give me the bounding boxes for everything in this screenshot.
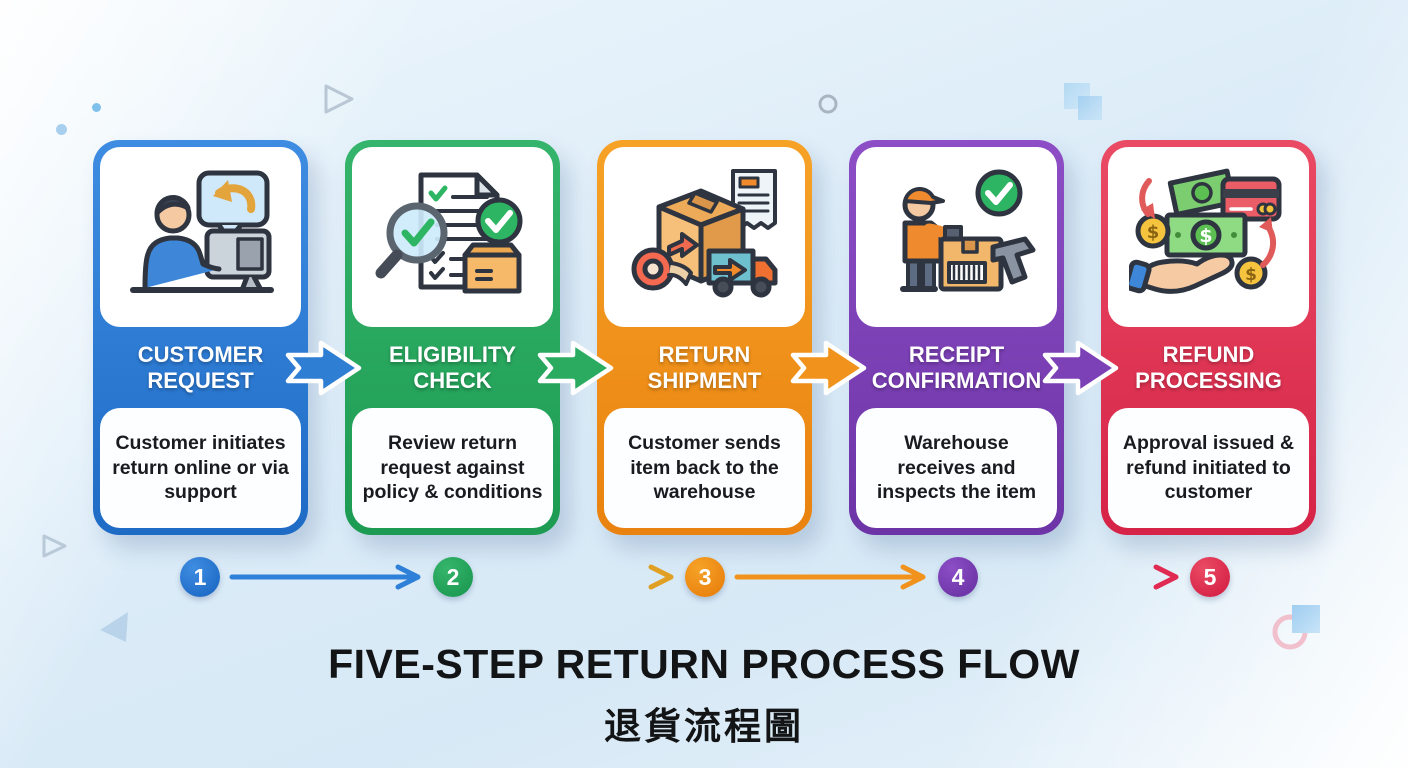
step-number: 4 — [951, 563, 965, 590]
flow-arrow-icon — [482, 564, 674, 590]
band-arrow-icon — [790, 340, 867, 396]
step-number: 2 — [446, 563, 460, 590]
customer-at-computer-icon — [129, 170, 274, 293]
step-title: CUSTOMER REQUEST — [137, 342, 264, 393]
step-band: REFUND PROCESSING — [1108, 327, 1309, 408]
step-number-badge: 5 — [1190, 557, 1230, 597]
step-description: Customer sends item back to the warehous… — [604, 408, 805, 528]
step-title: REFUND PROCESSING — [1135, 342, 1282, 393]
step-card-eligibility-check: ELIGIBILITY CHECK Review return request … — [345, 140, 560, 535]
dot-decoration — [56, 124, 67, 135]
step-number: 5 — [1203, 563, 1217, 590]
step-number-badge: 3 — [685, 557, 725, 597]
triangle-outline-icon — [42, 534, 67, 558]
circle-outline-icon — [818, 94, 838, 114]
flow-arrow-icon — [229, 564, 421, 590]
band-arrow-icon — [537, 340, 614, 396]
step-description: Warehouse receives and inspects the item — [856, 408, 1057, 528]
step-card-receipt-confirmation: RECEIPT CONFIRMATION Warehouse receives … — [849, 140, 1064, 535]
step-title: RETURN SHIPMENT — [647, 342, 762, 393]
step-number: 1 — [193, 563, 207, 590]
main-title: FIVE-STEP RETURN PROCESS FLOW — [328, 641, 1080, 687]
subtitle-chinese: 退貨流程圖 — [604, 706, 804, 747]
step-number: 3 — [698, 563, 712, 590]
step-icon-area — [604, 147, 805, 327]
step-description: Review return request against policy & c… — [352, 408, 553, 528]
step-description: Customer initiates return online or via … — [100, 408, 301, 528]
dot-decoration — [92, 103, 101, 112]
step-icon-area — [100, 147, 301, 327]
step-band: ELIGIBILITY CHECK — [352, 327, 553, 408]
step-description: Approval issued & refund initiated to cu… — [1108, 408, 1309, 528]
step-icon-area — [856, 147, 1057, 327]
square-decoration — [1064, 83, 1090, 109]
flow-arrow-icon — [734, 564, 926, 590]
worker-barcode-scan-icon — [899, 169, 1035, 292]
step-card-return-shipment: RETURN SHIPMENT Customer sends item back… — [597, 140, 812, 535]
step-title: RECEIPT CONFIRMATION — [871, 342, 1042, 393]
step-number-badge: 1 — [180, 557, 220, 597]
step-title: ELIGIBILITY CHECK — [388, 342, 517, 393]
band-arrow-icon — [1042, 340, 1119, 396]
package-tape-truck-icon — [631, 169, 777, 298]
footer-titles: FIVE-STEP RETURN PROCESS FLOW 退貨流程圖 — [0, 641, 1408, 750]
flow-arrow-icon — [987, 564, 1179, 590]
document-magnifier-check-icon — [375, 172, 522, 294]
step-icon-area — [352, 147, 553, 327]
triangle-outline-icon — [324, 84, 354, 114]
money-card-hand-icon: $ $ $ — [1128, 168, 1281, 294]
step-number-badge: 2 — [433, 557, 473, 597]
step-band: RETURN SHIPMENT — [604, 327, 805, 408]
step-band: RECEIPT CONFIRMATION — [856, 327, 1057, 408]
step-band: CUSTOMER REQUEST — [100, 327, 301, 408]
step-number-badge: 4 — [938, 557, 978, 597]
step-card-refund-processing: $ $ $ — [1101, 140, 1316, 535]
svg-text:$: $ — [1199, 225, 1212, 247]
square-decoration — [1078, 96, 1102, 120]
svg-text:$: $ — [1245, 265, 1257, 285]
step-icon-area: $ $ $ — [1108, 147, 1309, 327]
band-arrow-icon — [285, 340, 362, 396]
svg-text:$: $ — [1146, 222, 1159, 243]
steps-row: CUSTOMER REQUEST Customer initiates retu… — [93, 140, 1318, 535]
step-card-customer-request: CUSTOMER REQUEST Customer initiates retu… — [93, 140, 308, 535]
